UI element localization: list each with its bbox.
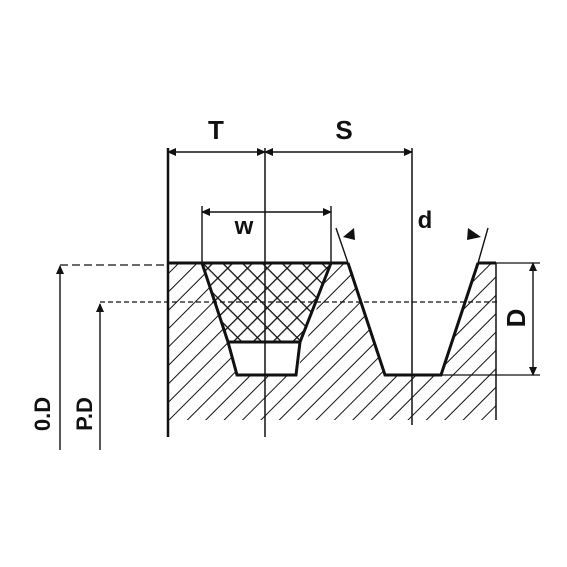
label-OD: 0.D [30,397,55,431]
label-d: d [418,207,433,234]
label-T: T [208,115,224,145]
belt-groove-bottom [226,341,302,377]
angle-d-left-arrow [343,228,355,240]
angle-d-right-arrow [467,228,481,240]
label-w: w [234,213,254,240]
label-S: S [335,115,352,145]
empty-groove-outline [346,262,480,377]
angle-d-left-extension [335,227,349,264]
label-D: D [501,309,531,328]
label-PD: P.D [72,397,97,431]
angle-d-right-extension [477,227,489,264]
